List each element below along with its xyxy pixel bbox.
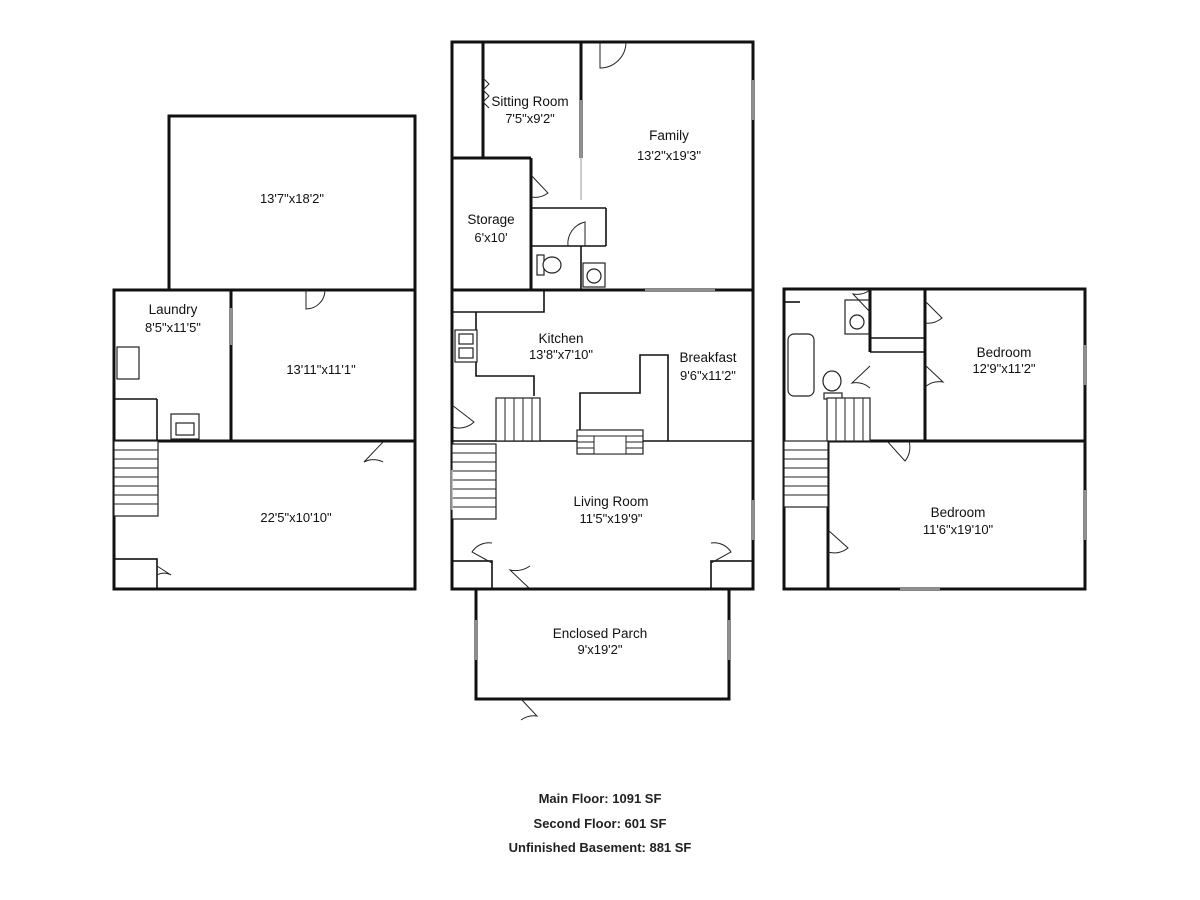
main-stair-upper: [495, 397, 541, 442]
room-dims: 11'5"x19'9": [579, 511, 642, 526]
room-dims: 9'x19'2": [578, 642, 623, 657]
door-swing: [886, 440, 911, 462]
door-swing: [305, 289, 326, 310]
second-floor-area: Second Floor: 601 SF: [533, 816, 667, 831]
room-dims: 13'11"x11'1": [286, 362, 356, 377]
second-floor-plan: [782, 287, 1087, 591]
door-swing: [827, 529, 849, 554]
room-name: Sitting Room: [491, 94, 568, 109]
door-swing: [508, 565, 531, 590]
room-dims: 8'5"x11'5": [145, 320, 201, 335]
room-dims: 11'6"x19'10": [923, 522, 994, 537]
room-name: Bedroom: [977, 345, 1032, 360]
room-dims: 22'5"x10'10": [260, 510, 332, 525]
room-dims: 13'8"x7'10": [529, 347, 593, 362]
door-swing: [567, 221, 586, 247]
main-stair-lower: [451, 443, 497, 520]
door-swing: [156, 565, 172, 576]
room-dims: 13'7"x18'2": [260, 191, 324, 206]
room-name: Bedroom: [931, 505, 986, 520]
door-swing: [710, 542, 732, 564]
room-name: Living Room: [573, 494, 648, 509]
upper-main-walls: [450, 40, 755, 292]
room-name: Kitchen: [538, 331, 583, 346]
door-swing: [451, 404, 475, 429]
door-swing: [530, 174, 549, 198]
room-dims: 6'x10': [474, 230, 507, 245]
door-swing: [850, 365, 871, 389]
main-floor-plan: [450, 40, 755, 591]
room-name: Storage: [467, 212, 514, 227]
upper-stair-top: [826, 397, 871, 442]
room-dims: 9'6"x11'2": [680, 368, 736, 383]
door-swing: [924, 300, 943, 324]
door-swing: [851, 289, 871, 313]
enclosed-porch-plan: [474, 587, 731, 721]
basement-stair: [113, 440, 159, 517]
fireplace: [576, 429, 644, 455]
room-name: Breakfast: [679, 350, 736, 365]
bathtub: [787, 333, 815, 397]
room-dims: 12'9"x11'2": [972, 361, 1035, 376]
basement-area: Unfinished Basement: 881 SF: [508, 840, 692, 855]
laundry-sink: [116, 346, 140, 380]
door-swing: [520, 698, 539, 721]
door-swing: [471, 542, 493, 564]
room-name: Laundry: [149, 302, 198, 317]
room-name: Enclosed Parch: [553, 626, 648, 641]
main-floor-area: Main Floor: 1091 SF: [538, 791, 662, 806]
toilet: [822, 370, 842, 392]
room-name: Family: [649, 128, 689, 143]
bifold-door: [482, 77, 490, 109]
basement-plan: [112, 114, 417, 591]
upper-stair-side: [783, 440, 829, 508]
door-swing: [599, 41, 627, 69]
door-swing: [363, 441, 384, 463]
room-dims: 13'2"x19'3": [637, 148, 701, 163]
room-dims: 7'5"x9'2": [505, 111, 555, 126]
door-swing: [924, 364, 945, 388]
